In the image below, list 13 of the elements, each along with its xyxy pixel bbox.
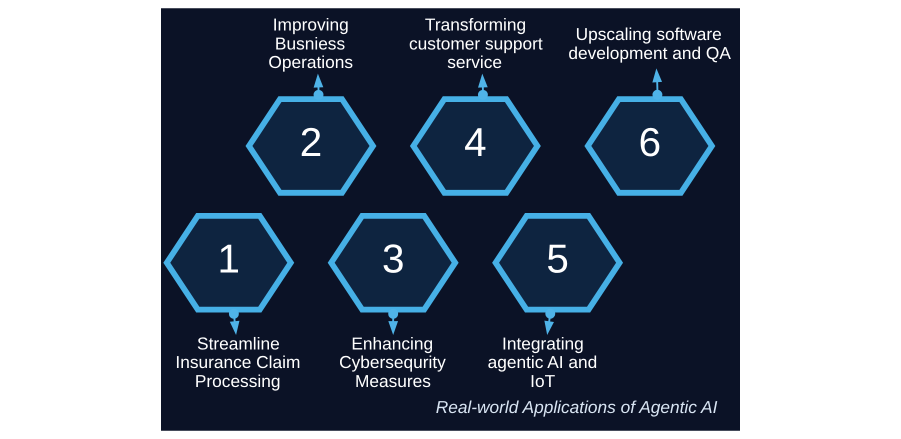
- node-text: Upscaling software development and QA: [568, 24, 731, 63]
- node-text: Transforming customer support service: [409, 14, 543, 72]
- node-text: Improving Busniess Operations: [268, 14, 354, 72]
- diagram-title: Real-world Applications of Agentic AI: [436, 396, 718, 417]
- arrow: [652, 68, 662, 100]
- arrow: [314, 74, 324, 100]
- arrow: [228, 308, 240, 336]
- arrow: [388, 308, 398, 336]
- node-text: Integrating agentic AI and IoT: [488, 333, 598, 391]
- node-text: Streamline Insurance Claim Processing: [175, 333, 300, 391]
- arrow: [544, 308, 556, 335]
- arrow: [478, 74, 488, 100]
- node-text: Enhancing Cybersequrity Measures: [339, 333, 446, 391]
